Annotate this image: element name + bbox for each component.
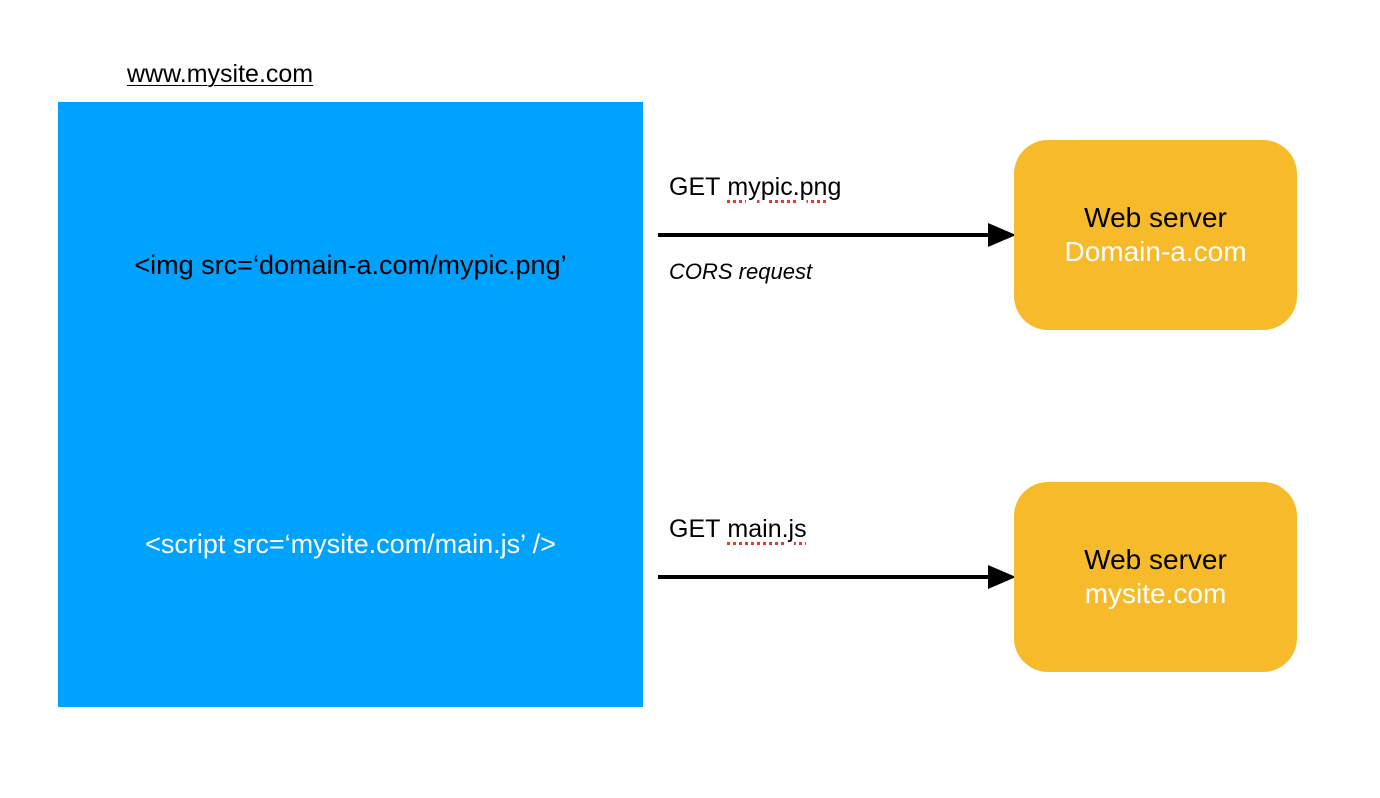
request-arrow-mypic — [658, 223, 1016, 247]
web-server-mysite: Web server mysite.com — [1014, 482, 1297, 672]
script-tag-text: <script src=‘mysite.com/main.js’ /> — [145, 529, 556, 559]
img-tag-text: <img src=‘domain-a.com/mypic.png’ — [134, 250, 567, 280]
browser-page-box: <img src=‘domain-a.com/mypic.png’ <scrip… — [58, 102, 643, 707]
request-file: main.js — [727, 515, 807, 543]
arrow-head — [988, 223, 1016, 247]
request-verb: GET — [669, 173, 721, 201]
request-file: mypic.png — [727, 173, 842, 201]
request-arrow-main-js — [658, 565, 1016, 589]
server-title: Web server — [1084, 544, 1227, 575]
site-url-label: www.mysite.com — [127, 60, 314, 88]
cors-request-note: CORS request — [669, 259, 813, 284]
request-verb: GET — [669, 515, 721, 543]
arrow-head — [988, 565, 1016, 589]
web-server-domain-a: Web server Domain-a.com — [1014, 140, 1297, 330]
server-domain: mysite.com — [1084, 578, 1227, 609]
server-domain: Domain-a.com — [1064, 236, 1247, 267]
server-title: Web server — [1084, 202, 1227, 233]
